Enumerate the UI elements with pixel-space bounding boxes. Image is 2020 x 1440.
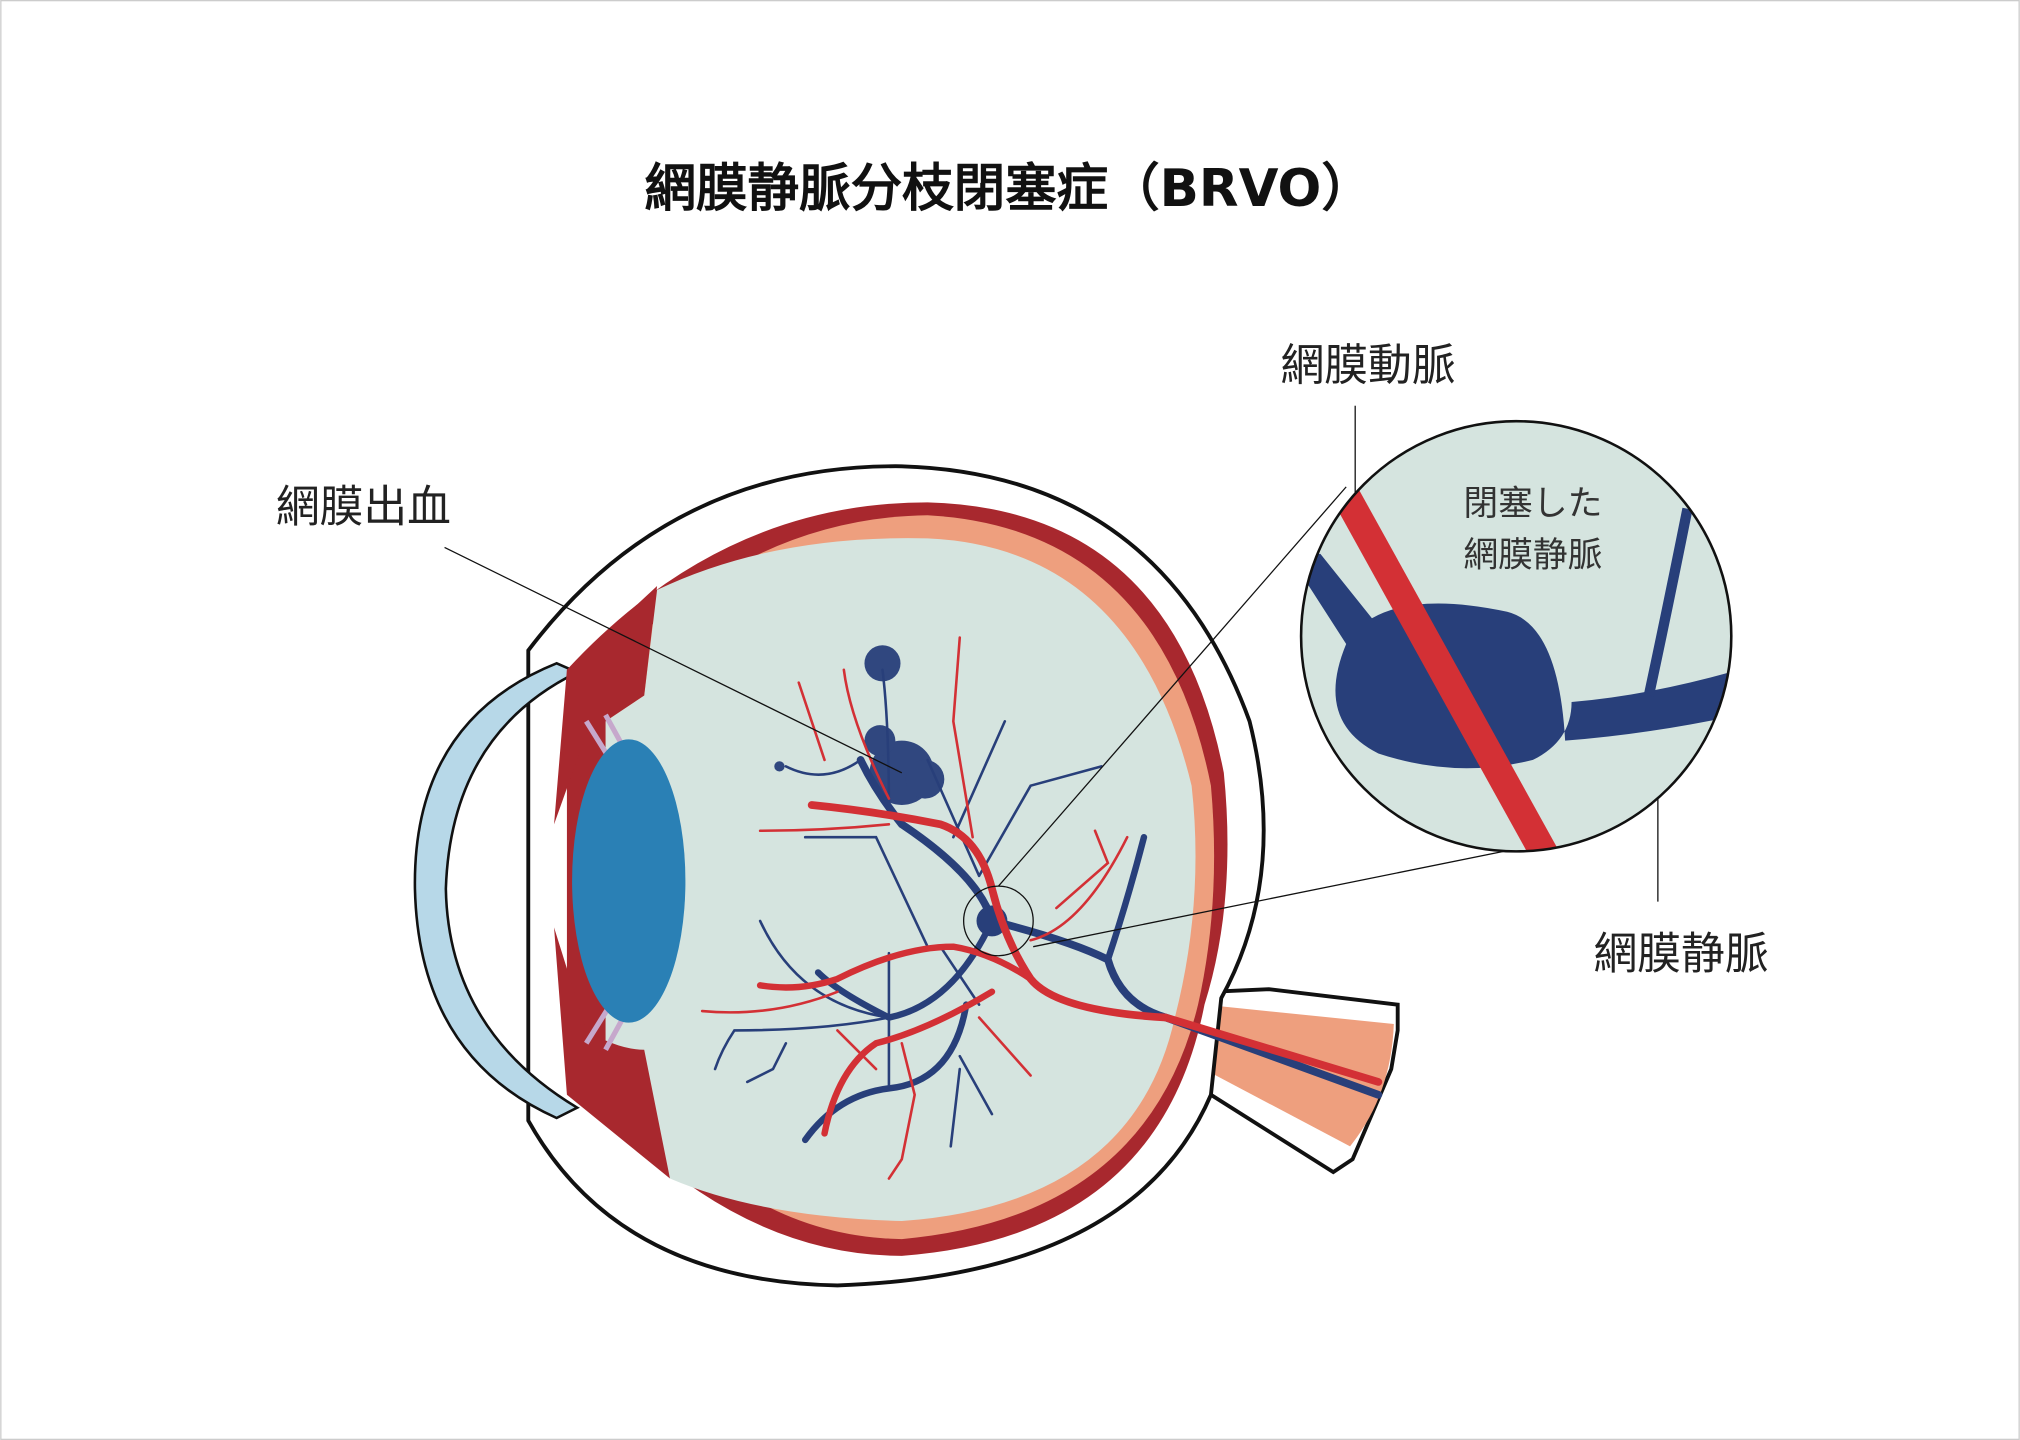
diagram-title: 網膜静脈分枝閉塞症（BRVO）: [645, 159, 1373, 219]
eyeball: [413, 464, 1400, 1288]
retinal-artery-label: 網膜動脈: [1280, 340, 1455, 391]
lens: [572, 739, 686, 1023]
leader-lines: [444, 405, 1659, 948]
inset-artery: [1333, 489, 1559, 852]
cornea: [413, 661, 581, 1120]
retinal-vein-label: 網膜静脈: [1593, 929, 1768, 980]
retinal-arteries: [700, 636, 1383, 1180]
magnified-inset: 閉塞した 網膜静脈: [1299, 419, 1733, 853]
occluded-vein-label-line2: 網膜静脈: [1463, 536, 1602, 576]
inset-vein-branch: [1643, 507, 1693, 697]
ciliary-body-upper: [554, 586, 658, 825]
retinal-hemorrhage-label: 網膜出血: [276, 482, 451, 533]
occluded-vein-label-line1: 閉塞した: [1463, 484, 1602, 524]
ciliary-body-lower: [554, 927, 670, 1179]
vitreous: [605, 538, 1196, 1222]
